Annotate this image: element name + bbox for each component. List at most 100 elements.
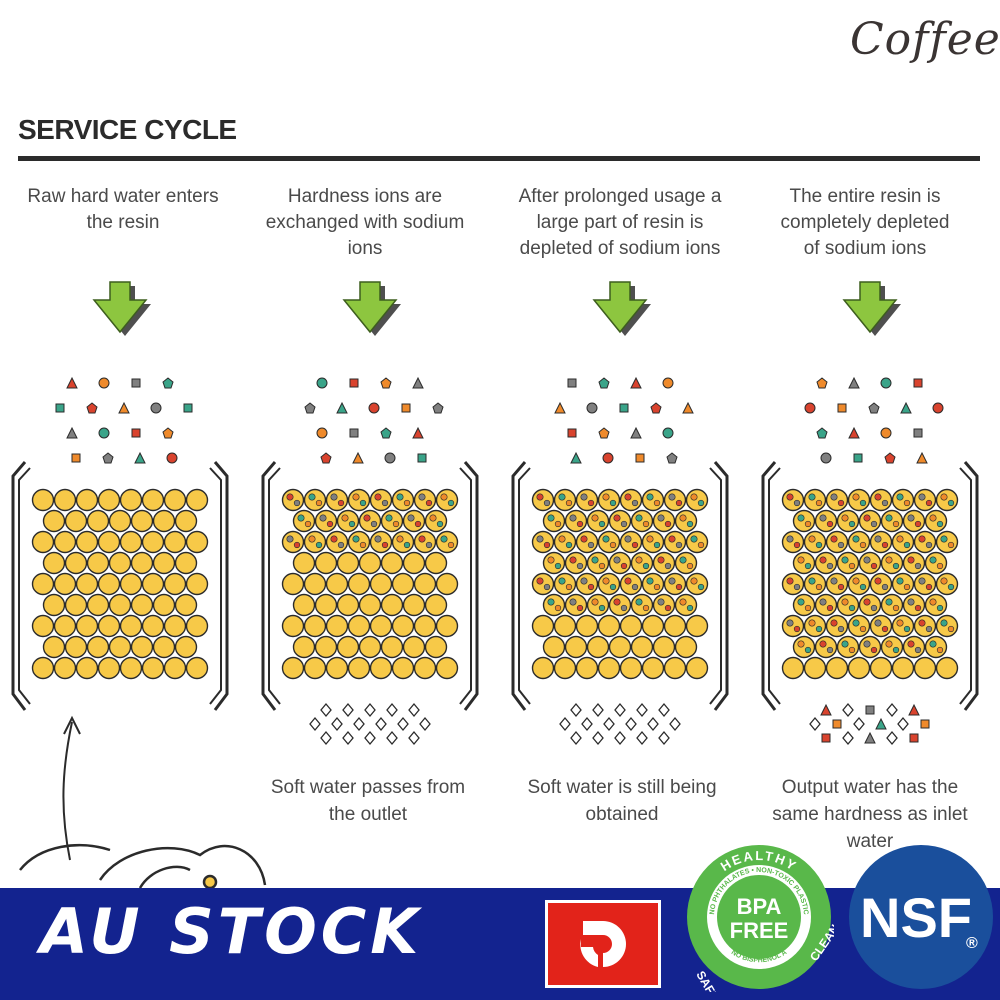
resin-bead	[185, 530, 209, 554]
resin-bead	[31, 614, 55, 638]
resin-bead	[336, 551, 360, 575]
resin-bead	[619, 572, 643, 596]
resin-bead	[42, 635, 66, 659]
sodium-ion-diamond	[647, 716, 659, 732]
stage-1-caption: Raw hard water enters the resin	[8, 184, 238, 236]
stage-3-caption: After prolonged usage a large part of re…	[505, 184, 735, 262]
resin-bead	[792, 509, 816, 533]
sodium-ion-diamond	[408, 730, 420, 746]
resin-bead	[619, 614, 643, 638]
sodium-ion-diamond	[386, 702, 398, 718]
resin-bead	[435, 530, 459, 554]
resin-bead	[86, 593, 110, 617]
sodium-ion-diamond	[419, 716, 431, 732]
flow-arrow-icon	[592, 281, 651, 336]
resin-bead	[53, 530, 77, 554]
resin-bead	[542, 551, 566, 575]
resin-bead	[652, 509, 676, 533]
resin-bead	[531, 614, 555, 638]
post-logo	[545, 900, 661, 988]
ion-pentagon	[380, 377, 392, 389]
ion-triangle	[570, 451, 582, 464]
resin-bead	[663, 530, 687, 554]
resin-bead	[380, 593, 404, 617]
resin-column	[761, 461, 979, 711]
sodium-ion-diamond	[636, 702, 648, 718]
outlet-ions	[309, 702, 431, 746]
resin-bead	[281, 614, 305, 638]
banner-text: AU STOCK	[40, 895, 423, 968]
ion-pentagon	[868, 402, 880, 414]
resin-bead	[358, 509, 382, 533]
ion-triangle	[630, 376, 642, 389]
resin-bead	[935, 656, 959, 680]
ion-square	[865, 705, 875, 715]
ion-square	[349, 378, 359, 388]
resin-bead	[31, 530, 55, 554]
stage-2-outlet-caption: Soft water passes from the outlet	[253, 774, 483, 828]
resin-bead	[891, 530, 915, 554]
resin-bead	[325, 572, 349, 596]
resin-bead	[781, 572, 805, 596]
ion-square	[55, 403, 65, 413]
resin-bead	[935, 614, 959, 638]
ion-square	[913, 428, 923, 438]
ion-pentagon	[816, 427, 828, 439]
caption-line: Output water has the	[781, 777, 959, 798]
resin-bead	[836, 509, 860, 533]
resin-bead	[402, 551, 426, 575]
resin-bead	[597, 488, 621, 512]
resin-bead	[292, 635, 316, 659]
resin-bead	[174, 593, 198, 617]
caption-line: of sodium ions	[803, 238, 927, 259]
resin-bead	[347, 614, 371, 638]
ion-square	[131, 428, 141, 438]
nsf-text: NSF	[860, 886, 972, 949]
resin-bead	[163, 656, 187, 680]
ion-pentagon	[304, 402, 316, 414]
resin-bead	[174, 551, 198, 575]
resin-bead	[869, 614, 893, 638]
resin-bead	[803, 572, 827, 596]
resin-column	[511, 461, 729, 711]
resin-bead	[803, 488, 827, 512]
caption-line: The entire resin is	[789, 186, 941, 207]
sodium-ion-diamond	[353, 716, 365, 732]
resin-bead	[86, 509, 110, 533]
ion-circle	[820, 452, 832, 464]
resin-bead	[97, 656, 121, 680]
resin-bead	[185, 656, 209, 680]
resin-bead	[163, 488, 187, 512]
resin-bead	[314, 635, 338, 659]
caption-line: same hardness as inlet	[772, 804, 968, 825]
ion-circle	[804, 402, 816, 414]
sodium-ion-diamond	[375, 716, 387, 732]
sodium-ion-diamond	[559, 716, 571, 732]
resin-bead	[792, 635, 816, 659]
ion-square	[853, 453, 863, 463]
resin-bead	[781, 488, 805, 512]
resin-bead	[174, 635, 198, 659]
resin-bead	[902, 551, 926, 575]
resin-bead	[75, 614, 99, 638]
caption-line: the outlet	[328, 804, 408, 825]
resin-bead	[292, 551, 316, 575]
resin-bead	[630, 551, 654, 575]
resin-bead	[53, 656, 77, 680]
resin-bead	[575, 488, 599, 512]
sodium-ion-diamond	[592, 730, 604, 746]
ion-square	[417, 453, 427, 463]
resin-bead	[630, 635, 654, 659]
sodium-ion-diamond	[842, 730, 854, 746]
resin-bead	[902, 593, 926, 617]
ion-pentagon	[380, 427, 392, 439]
resin-bead	[608, 551, 632, 575]
resin-bead	[847, 572, 871, 596]
resin-bead	[303, 656, 327, 680]
resin-bead	[652, 551, 676, 575]
resin-bead	[281, 530, 305, 554]
resin-bead	[413, 656, 437, 680]
resin-bead	[781, 656, 805, 680]
resin-bead	[75, 572, 99, 596]
resin-bead	[803, 530, 827, 554]
